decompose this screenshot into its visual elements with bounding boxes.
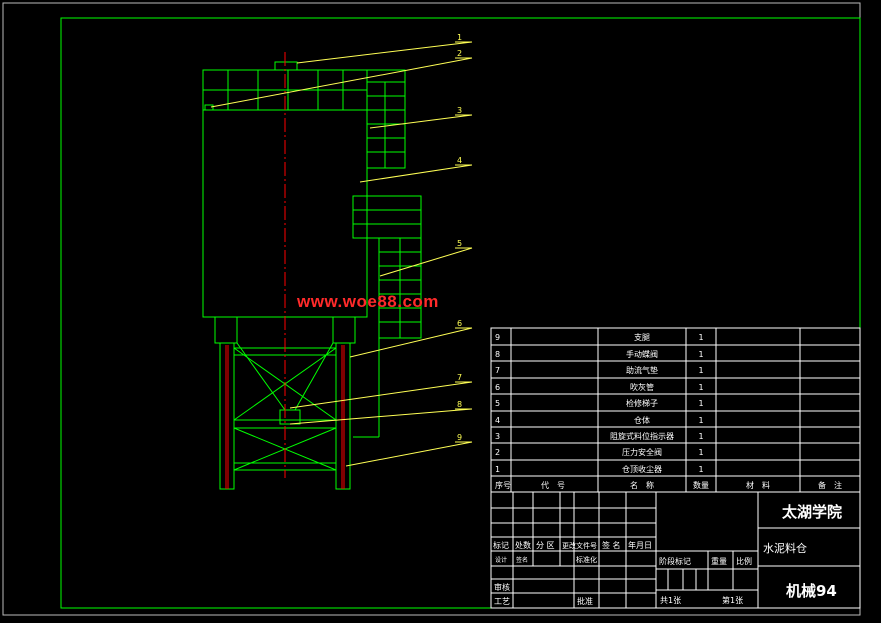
callout-8: 8 [457, 400, 462, 409]
bom-cell-no: 1 [495, 465, 500, 474]
callout-1: 1 [457, 33, 462, 42]
bom-cell-no: 2 [495, 448, 500, 457]
bom-header-material: 材 料 [746, 480, 770, 490]
bom-cell-qty: 1 [698, 350, 703, 359]
bom-cell-name: 手动蝶阀 [626, 349, 658, 359]
bom-cell-qty: 1 [698, 399, 703, 408]
leader-lines [210, 41, 473, 467]
bom-cell-no: 5 [495, 399, 500, 408]
bom-cell-qty: 1 [698, 448, 703, 457]
rev-header-date: 年月日 [628, 540, 652, 550]
design-label: 设计 [495, 556, 507, 564]
process-label: 工艺 [494, 597, 510, 606]
bom-cell-no: 3 [495, 432, 500, 441]
callout-7: 7 [457, 373, 462, 382]
column-centerlines [225, 345, 345, 489]
drawing-name: 水泥料仓 [763, 541, 807, 555]
bom-header-qty: 数量 [693, 480, 709, 490]
callout-2: 2 [457, 49, 462, 58]
bom-cell-name: 仓体 [634, 415, 650, 425]
class-name: 机械94 [786, 582, 837, 600]
stage-header-mark: 阶段标记 [659, 556, 691, 566]
sheets-total: 共1张 [660, 596, 681, 605]
rev-header-docno: 更改文件号 [562, 541, 597, 550]
bom-header-code: 代 号 [541, 480, 565, 490]
callout-3: 3 [457, 106, 462, 115]
rev-header-sign: 签 名 [602, 540, 621, 550]
bom-header-remark: 备 注 [818, 480, 842, 490]
bom-cell-name: 压力安全阀 [622, 447, 662, 457]
bom-cell-name: 支腿 [634, 332, 650, 342]
review-label: 审核 [494, 582, 510, 592]
bom-cell-qty: 1 [698, 465, 703, 474]
bom-cell-no: 4 [495, 416, 500, 425]
rev-header-zone: 分 区 [536, 541, 555, 550]
bom-cell-name: 仓顶收尘器 [622, 464, 662, 474]
bom-cell-qty: 1 [698, 416, 703, 425]
callout-numbers: 1 2 3 4 5 6 7 8 9 [457, 33, 462, 442]
approve-label: 批准 [577, 596, 593, 606]
bom-cell-no: 9 [495, 333, 500, 342]
sheet-number: 第1张 [722, 595, 743, 605]
watermark-text: www.woe88.com [297, 292, 439, 311]
bom-cell-qty: 1 [698, 366, 703, 375]
bom-cell-no: 8 [495, 350, 500, 359]
callout-5: 5 [457, 239, 462, 248]
callout-6: 6 [457, 319, 462, 328]
bom-cell-name: 吹灰管 [630, 382, 654, 392]
callout-4: 4 [457, 156, 462, 165]
stage-header-scale: 比例 [736, 556, 752, 566]
title-block-text: 太湖学院 水泥料仓 机械94 标记 处数 分 区 更改文件号 签 名 年月日 设… [493, 503, 842, 606]
bom-cell-qty: 1 [698, 333, 703, 342]
bom-cell-qty: 1 [698, 432, 703, 441]
bom-cell-name: 阻旋式料位指示器 [610, 431, 674, 441]
bom-header-name: 名 称 [630, 480, 654, 490]
stage-header-weight: 重量 [711, 556, 727, 566]
bom-cell-name: 助流气垫 [626, 365, 658, 375]
sign-label: 签名 [516, 556, 528, 564]
title-block [490, 491, 861, 609]
bom-table: 9 支腿 1 8 手动蝶阀 1 7 助流气垫 1 6 吹灰管 1 5 检修梯子 1 4 仓体 1 3 阻旋式料位指示器… [490, 327, 861, 493]
rev-header-mark: 标记 [493, 540, 509, 550]
school-name: 太湖学院 [782, 503, 842, 521]
bom-cell-qty: 1 [698, 383, 703, 392]
rev-header-count: 处数 [515, 540, 531, 550]
std-label: 标准化 [576, 555, 597, 564]
bom-header-no: 序号 [495, 480, 511, 490]
bom-cell-name: 检修梯子 [626, 398, 658, 408]
bom-cell-no: 6 [495, 383, 500, 392]
inner-frame [60, 17, 861, 609]
bom-cell-no: 7 [495, 366, 500, 375]
callout-9: 9 [457, 433, 462, 442]
